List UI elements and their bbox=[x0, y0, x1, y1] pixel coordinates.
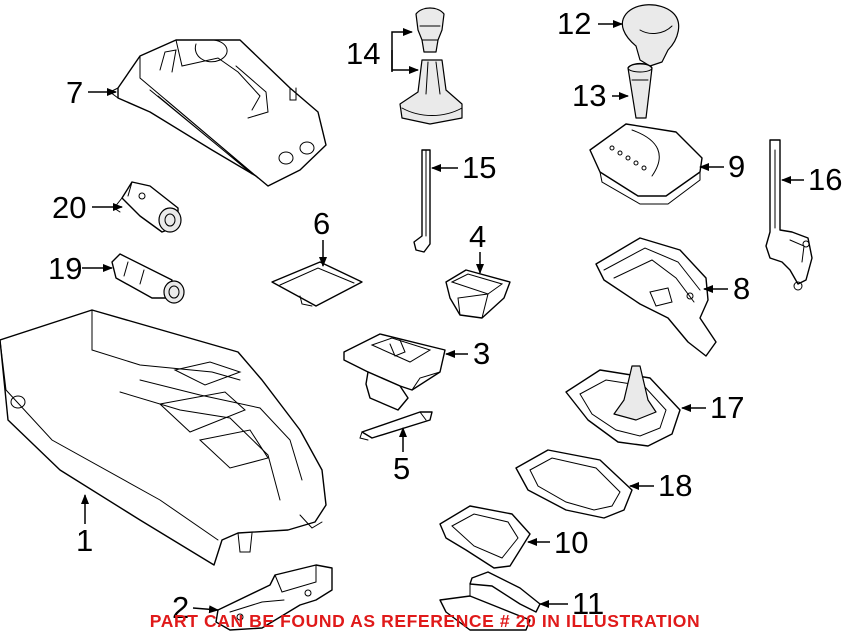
part-3-tray bbox=[343, 333, 446, 411]
callout-label: 15 bbox=[462, 150, 496, 185]
part-9-indicator-plate bbox=[589, 123, 703, 205]
callout-label: 12 bbox=[557, 6, 591, 41]
part-12-shift-knob bbox=[621, 4, 680, 67]
part-10-trim-frame bbox=[439, 505, 531, 569]
part-1-console bbox=[0, 309, 327, 566]
callout-label: 14 bbox=[346, 36, 380, 71]
part-20-socket bbox=[113, 181, 182, 233]
callout-label: 18 bbox=[658, 468, 692, 503]
part-14-knob-and-boot bbox=[399, 7, 463, 125]
callout-label: 1 bbox=[76, 523, 93, 558]
callout-label: 19 bbox=[48, 251, 82, 286]
part-5-strip bbox=[359, 411, 433, 441]
reference-note: PART CAN BE FOUND AS REFERENCE # 20 IN I… bbox=[150, 611, 700, 631]
leader-line bbox=[192, 605, 219, 614]
callout-label: 20 bbox=[52, 190, 86, 225]
callout-label: 11 bbox=[572, 586, 604, 621]
callout-label: 10 bbox=[554, 525, 588, 560]
callout-label: 13 bbox=[572, 78, 606, 113]
part-15-rod bbox=[413, 149, 431, 253]
callout-label: 6 bbox=[313, 206, 330, 241]
leader-line bbox=[391, 28, 413, 72]
callout-label: 2 bbox=[172, 590, 189, 625]
callout-label: 3 bbox=[473, 336, 490, 371]
callout-label: 8 bbox=[733, 271, 750, 306]
callout-label: 9 bbox=[728, 149, 745, 184]
part-11-brace bbox=[439, 571, 541, 631]
leader-line bbox=[391, 50, 419, 74]
part-13-sleeve bbox=[627, 62, 653, 119]
part-16-shift-lever bbox=[765, 139, 813, 291]
callout-label: 7 bbox=[66, 75, 83, 110]
callout-label: 5 bbox=[393, 451, 410, 486]
part-7-housing bbox=[109, 39, 327, 187]
part-17-boot-bezel bbox=[565, 365, 681, 447]
callout-label: 4 bbox=[469, 219, 486, 254]
callout-label: 17 bbox=[710, 390, 744, 425]
part-2-bracket bbox=[215, 564, 333, 631]
part-8-shift-bracket bbox=[595, 237, 717, 357]
part-18-bezel-ring bbox=[515, 449, 633, 519]
callout-label: 16 bbox=[808, 162, 842, 197]
part-6-lid bbox=[271, 261, 363, 307]
part-4-cup-insert bbox=[445, 269, 511, 319]
part-19-lighter bbox=[111, 253, 185, 304]
